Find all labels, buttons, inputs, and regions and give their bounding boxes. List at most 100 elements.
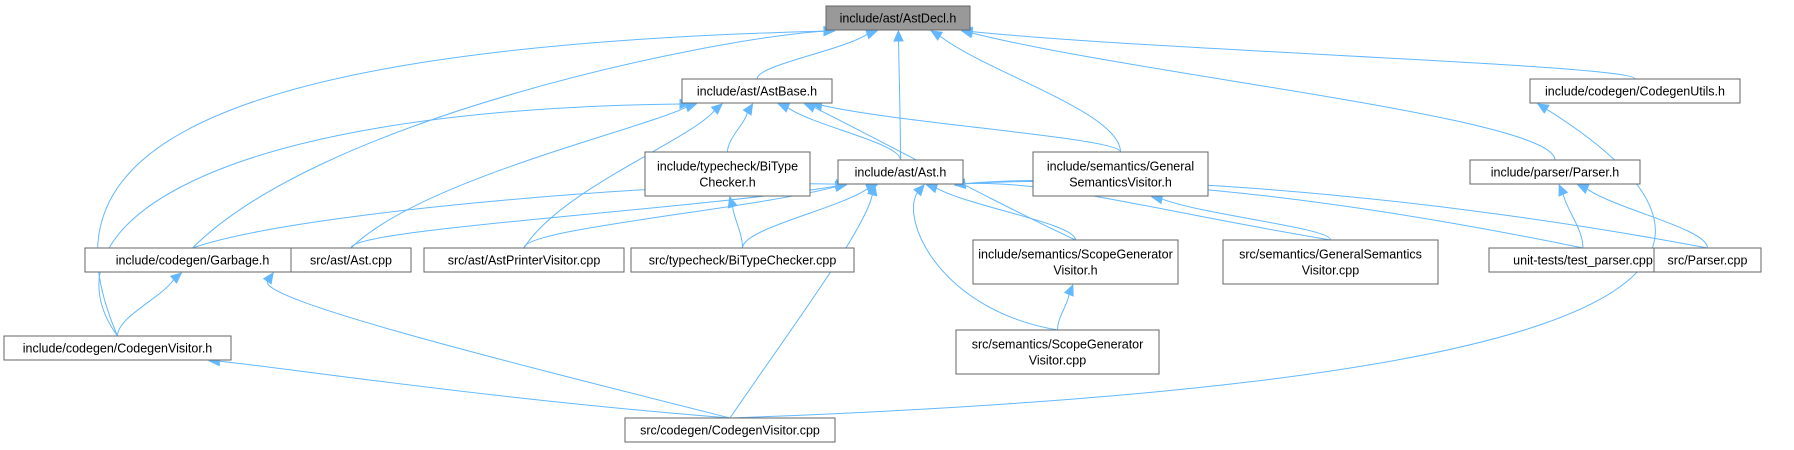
node-garbage_h[interactable]: include/codegen/Garbage.h <box>84 247 301 273</box>
edge-line <box>219 360 731 419</box>
node-codegenvisitor_h[interactable]: include/codegen/CodegenVisitor.h <box>3 335 232 361</box>
edge-line <box>742 188 868 249</box>
node-box <box>1032 151 1209 197</box>
edge-line <box>523 110 715 249</box>
edge-line <box>266 281 731 419</box>
node-astprinter_cpp[interactable]: src/ast/AstPrinterVisitor.cpp <box>423 247 625 273</box>
node-parser_h[interactable]: include/parser/Parser.h <box>1469 159 1641 185</box>
node-label: src/ast/Ast.cpp <box>310 254 392 268</box>
edge-arrowhead <box>742 102 754 116</box>
edge-ast_h-to-astdecl <box>893 29 904 161</box>
node-label: Visitor.cpp <box>1029 354 1086 368</box>
node-label: include/codegen/CodegenUtils.h <box>1545 85 1725 99</box>
node-ast_cpp[interactable]: src/ast/Ast.cpp <box>290 247 412 273</box>
node-label: Checker.h <box>699 176 755 190</box>
edge-line <box>1586 188 1708 249</box>
edge-arrowhead <box>1536 103 1550 114</box>
edge-astbase-to-astdecl <box>756 29 879 80</box>
node-astdecl[interactable]: include/ast/AstDecl.h <box>825 5 971 31</box>
edge-codegenvisitor_h-to-astbase <box>98 98 692 337</box>
node-label: unit-tests/test_parser.cpp <box>1513 254 1653 268</box>
edge-generalsemantics_cpp-to-generalsemantics_h <box>1150 193 1331 241</box>
edge-line <box>936 187 1076 241</box>
node-label: include/semantics/ScopeGenerator <box>978 248 1173 262</box>
node-box <box>1469 159 1641 185</box>
node-box <box>1222 239 1439 285</box>
edges-layer <box>97 25 1708 419</box>
node-generalsemantics_cpp[interactable]: src/semantics/GeneralSemanticsVisitor.cp… <box>1222 239 1439 285</box>
edge-line <box>727 112 748 153</box>
nodes-layer: include/ast/AstDecl.h include/ast/AstBase… <box>3 5 1762 443</box>
node-test_parser[interactable]: unit-tests/test_parser.cpp <box>1488 247 1678 273</box>
node-label: include/ast/AstDecl.h <box>840 12 957 26</box>
edge-test_parser-to-parser_h <box>1558 183 1584 249</box>
node-box <box>825 5 971 31</box>
node-box <box>3 335 232 361</box>
node-box <box>1488 247 1678 273</box>
edge-line <box>964 180 1584 249</box>
edge-line <box>821 104 1121 153</box>
edge-line <box>98 103 681 337</box>
edge-arrowhead <box>1558 183 1569 197</box>
node-scopegen_h[interactable]: include/semantics/ScopeGeneratorVisitor.… <box>972 239 1179 285</box>
node-generalsemantics_h[interactable]: include/semantics/GeneralSemanticsVisito… <box>1032 151 1209 197</box>
node-codegenvisitor_cpp[interactable]: src/codegen/CodegenVisitor.cpp <box>624 417 836 443</box>
edge-line <box>939 35 1121 153</box>
edge-line <box>1562 194 1584 249</box>
node-ast_h[interactable]: include/ast/Ast.h <box>837 159 964 185</box>
edge-arrowhead <box>803 102 817 113</box>
node-label: include/typecheck/BiType <box>657 160 798 174</box>
node-label: include/codegen/CodegenVisitor.h <box>23 342 213 356</box>
node-box <box>630 247 855 273</box>
edge-line <box>756 33 868 80</box>
edge-arrowhead <box>710 103 723 115</box>
edge-scopegen_cpp-to-ast_h <box>913 184 1058 331</box>
edge-arrowhead <box>913 184 925 197</box>
node-box <box>423 247 625 273</box>
node-label: include/ast/Ast.h <box>855 166 947 180</box>
edge-generalsemantics_h-to-astdecl <box>930 30 1121 153</box>
node-label: src/Parser.cpp <box>1668 254 1748 268</box>
edge-line <box>1057 294 1070 331</box>
node-label: src/semantics/ScopeGenerator <box>972 338 1144 352</box>
node-label: src/ast/AstPrinterVisitor.cpp <box>448 254 601 268</box>
node-box <box>837 159 964 185</box>
node-label: include/semantics/General <box>1047 160 1194 174</box>
node-label: src/typecheck/BiTypeChecker.cpp <box>649 254 837 268</box>
node-box <box>1653 247 1762 273</box>
node-bitypechecker_cpp[interactable]: src/typecheck/BiTypeChecker.cpp <box>630 247 855 273</box>
node-label: include/codegen/Garbage.h <box>116 254 270 268</box>
node-box <box>972 239 1179 285</box>
node-label: Visitor.h <box>1053 264 1097 278</box>
node-astbase[interactable]: include/ast/AstBase.h <box>681 78 833 104</box>
edge-bitypechecker_h-to-astbase <box>727 102 754 153</box>
node-label: Visitor.cpp <box>1302 264 1359 278</box>
edge-line <box>898 40 901 161</box>
edge-ast_cpp-to-astbase <box>350 102 698 249</box>
edge-arrowhead <box>777 102 791 113</box>
node-box <box>681 78 833 104</box>
node-bitypechecker_h[interactable]: include/typecheck/BiTypeChecker.h <box>644 151 811 197</box>
edge-codegenvisitor_h-to-garbage_h <box>117 272 183 337</box>
edge-arrowhead <box>930 30 944 41</box>
node-label: include/ast/AstBase.h <box>697 85 817 99</box>
edge-line <box>913 192 1058 331</box>
node-box <box>1529 78 1741 104</box>
edge-parser_cpp-to-parser_h <box>1576 184 1708 249</box>
node-box <box>644 151 811 197</box>
node-parser_cpp[interactable]: src/Parser.cpp <box>1653 247 1762 273</box>
edge-arrowhead <box>1576 184 1590 194</box>
edge-line <box>729 108 1656 419</box>
node-codegenutils[interactable]: include/codegen/CodegenUtils.h <box>1529 78 1741 104</box>
node-box <box>955 329 1160 375</box>
node-label: include/parser/Parser.h <box>1491 166 1620 180</box>
edge-arrowhead <box>865 29 879 40</box>
edge-codegenutils-to-astdecl <box>960 26 1636 80</box>
edge-arrowhead <box>925 183 939 194</box>
edge-arrowhead <box>169 272 183 284</box>
edge-codegenvisitor_cpp-to-ast_h <box>729 183 878 419</box>
edge-codegenvisitor_cpp-to-codegenvisitor_h <box>208 355 731 419</box>
edge-codegenvisitor_cpp-to-codegenutils <box>729 103 1656 419</box>
edge-line <box>729 194 873 419</box>
